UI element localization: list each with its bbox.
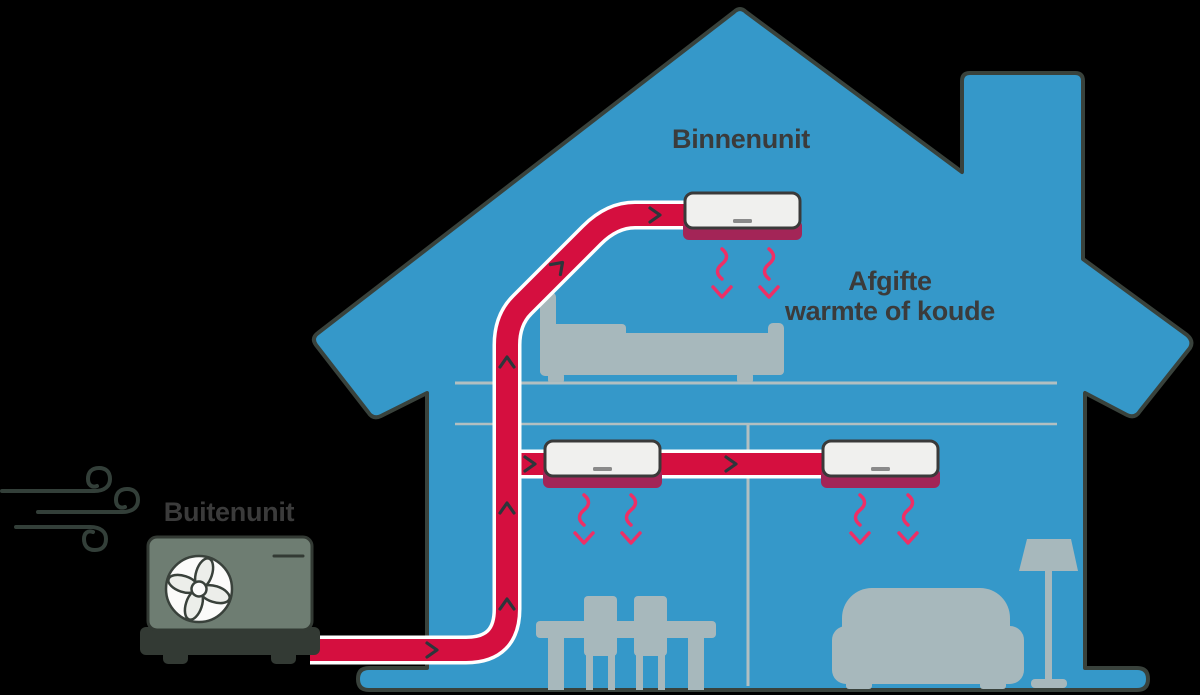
outdoor-unit-base — [140, 627, 320, 655]
airflow-arrow-icon — [897, 493, 919, 545]
fan-icon — [164, 554, 234, 624]
afgifte-label-line1: Afgifte — [848, 266, 932, 296]
flow-arrow-up-icon — [498, 597, 516, 611]
airflow-arrow-icon — [758, 247, 780, 299]
indoor-unit-body — [821, 439, 940, 478]
afgifte-label-line2: warmte of koude — [784, 296, 996, 327]
airflow-arrow-icon — [849, 493, 871, 545]
main-pipe — [310, 200, 702, 665]
flow-arrow-right-icon — [724, 455, 738, 473]
airflow-arrows — [573, 247, 919, 545]
indoor-unit-vent-dash — [871, 467, 890, 471]
binnenunit-label: Binnenunit — [672, 124, 810, 154]
bed — [540, 292, 784, 382]
indoor-unit-body — [543, 439, 662, 478]
indoor-unit-left — [543, 439, 662, 488]
dining-table — [536, 621, 716, 690]
flow-arrow-right-icon — [425, 641, 439, 659]
afgifte-label: Afgifte warmte of koude — [740, 266, 1040, 326]
flow-arrow-right-icon — [523, 455, 537, 473]
outdoor-unit — [140, 535, 320, 664]
airflow-arrow-icon — [711, 247, 733, 299]
sofa — [832, 588, 1024, 689]
indoor-unit-right — [821, 439, 940, 488]
flow-arrow-up-icon — [498, 501, 516, 515]
furniture — [536, 292, 1078, 690]
flow-arrow-diagonal-icon — [548, 260, 565, 277]
indoor-unit-body — [683, 191, 802, 230]
airflow-arrow-icon — [620, 493, 642, 545]
indoor-unit-attic — [683, 191, 802, 240]
pipe-flow-arrows — [425, 206, 738, 659]
wind-icon — [0, 465, 141, 553]
flow-arrow-right-icon — [648, 206, 662, 224]
buitenunit-label: Buitenunit — [163, 497, 295, 527]
flow-arrow-up-icon — [498, 355, 516, 369]
indoor-unit-vent-dash — [733, 219, 752, 223]
indoor-unit-vent-dash — [593, 467, 612, 471]
floor-lamp — [1019, 539, 1078, 688]
airflow-arrow-icon — [573, 493, 595, 545]
